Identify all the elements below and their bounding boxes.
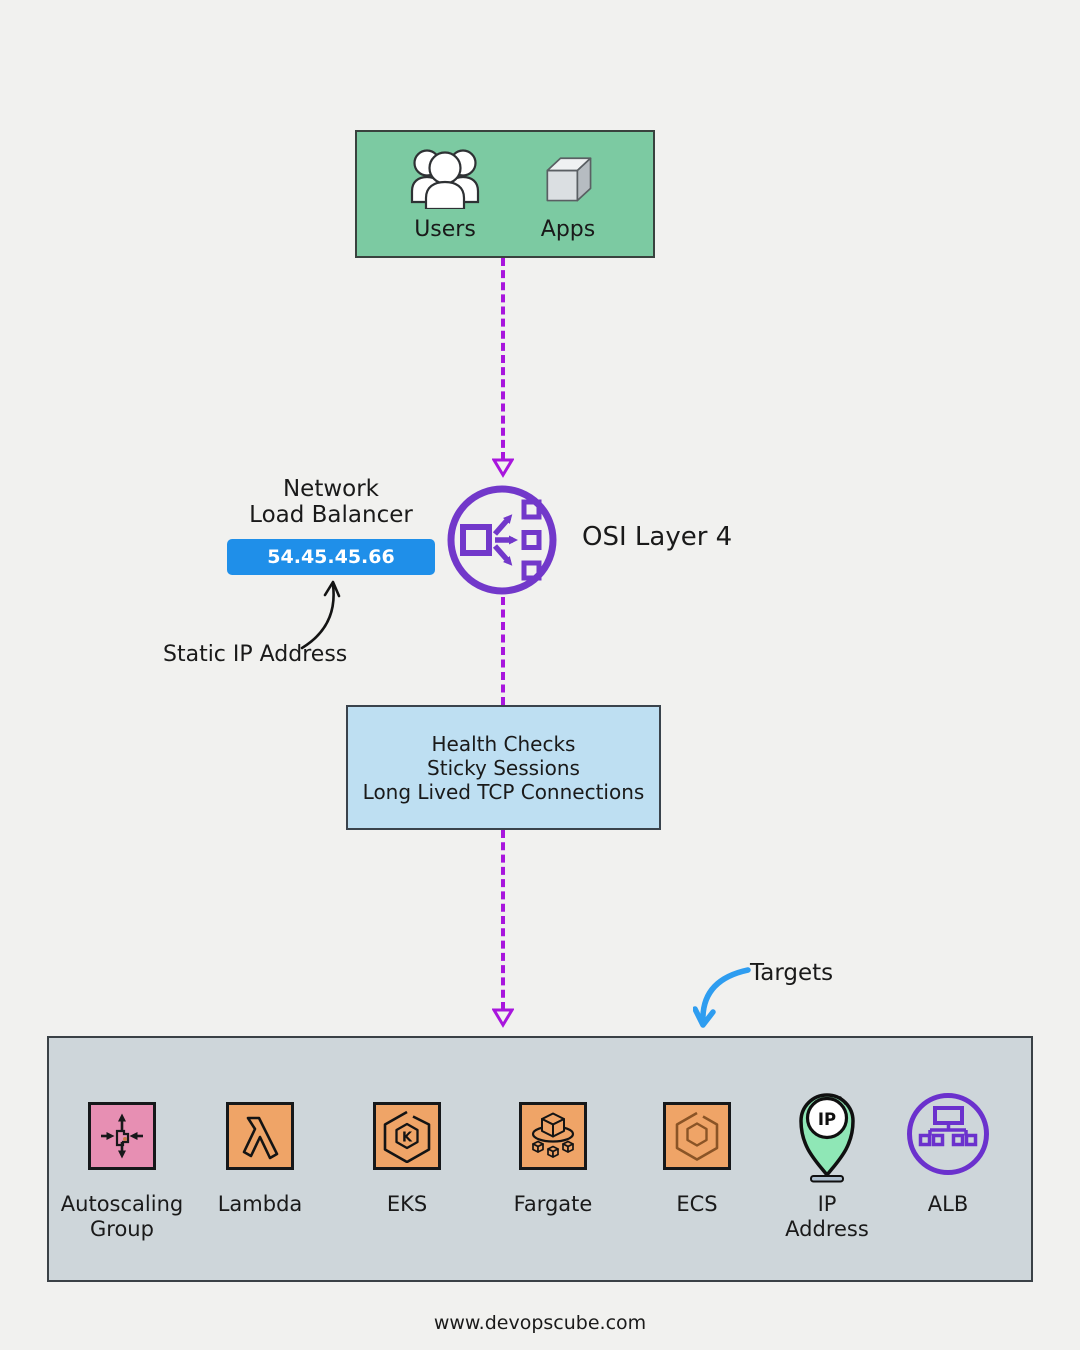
target-item-ip-address: IP IP Address bbox=[757, 1090, 897, 1242]
users-apps-box: Users Apps bbox=[355, 130, 655, 258]
users-icon bbox=[407, 147, 483, 213]
static-ip-annotation: Static IP Address bbox=[163, 642, 348, 667]
users-cell: Users bbox=[407, 147, 483, 242]
feature-tcp-connections: Long Lived TCP Connections bbox=[362, 779, 645, 804]
target-label: Lambda bbox=[217, 1192, 303, 1216]
target-item-lambda: Lambda bbox=[190, 1090, 330, 1217]
static-ip-arrow bbox=[280, 578, 350, 657]
target-item-ecs: ECS bbox=[627, 1090, 767, 1217]
apps-label: Apps bbox=[540, 216, 596, 242]
target-label: ALB bbox=[927, 1192, 969, 1216]
static-ip-value: 54.45.45.66 bbox=[267, 546, 395, 568]
users-label: Users bbox=[414, 216, 476, 242]
target-label: Autoscaling Group bbox=[60, 1192, 184, 1241]
target-label: IP Address bbox=[785, 1192, 869, 1241]
ecs-icon bbox=[663, 1102, 731, 1170]
flow-arrowhead-top bbox=[491, 458, 515, 482]
target-label: Fargate bbox=[513, 1192, 593, 1216]
eks-icon: K bbox=[373, 1102, 441, 1170]
svg-text:K: K bbox=[402, 1131, 413, 1146]
nlb-title: Network Load Balancer bbox=[249, 476, 413, 528]
flow-line-bottom bbox=[501, 830, 505, 1010]
fargate-icon bbox=[519, 1102, 587, 1170]
osi-layer-label: OSI Layer 4 bbox=[582, 522, 733, 552]
target-label: ECS bbox=[676, 1192, 718, 1216]
autoscaling-group-icon bbox=[88, 1102, 156, 1170]
target-item-eks: K EKS bbox=[337, 1090, 477, 1217]
flow-line-middle bbox=[501, 597, 505, 705]
flow-line-top bbox=[501, 258, 505, 460]
alb-icon bbox=[905, 1091, 991, 1181]
ip-address-icon: IP bbox=[790, 1085, 864, 1187]
load-balancer-icon bbox=[445, 483, 559, 601]
svg-text:IP: IP bbox=[818, 1110, 836, 1129]
targets-label: Targets bbox=[750, 960, 834, 986]
feature-health-checks: Health Checks bbox=[431, 731, 576, 756]
target-label: EKS bbox=[386, 1192, 428, 1216]
features-box: Health Checks Sticky Sessions Long Lived… bbox=[346, 705, 661, 830]
flow-arrowhead-bottom bbox=[491, 1008, 515, 1032]
target-item-alb: ALB bbox=[878, 1090, 1018, 1217]
targets-arrow bbox=[692, 964, 755, 1036]
targets-box: Autoscaling Group Lambda bbox=[47, 1036, 1033, 1282]
apps-cell: Apps bbox=[533, 147, 603, 242]
static-ip-box: 54.45.45.66 bbox=[227, 539, 435, 575]
footer-site-text: www.devopscube.com bbox=[433, 1312, 647, 1334]
apps-icon bbox=[533, 147, 603, 213]
lambda-icon bbox=[226, 1102, 294, 1170]
feature-sticky-sessions: Sticky Sessions bbox=[427, 755, 580, 780]
target-item-autoscaling-group: Autoscaling Group bbox=[52, 1090, 192, 1242]
target-item-fargate: Fargate bbox=[483, 1090, 623, 1217]
